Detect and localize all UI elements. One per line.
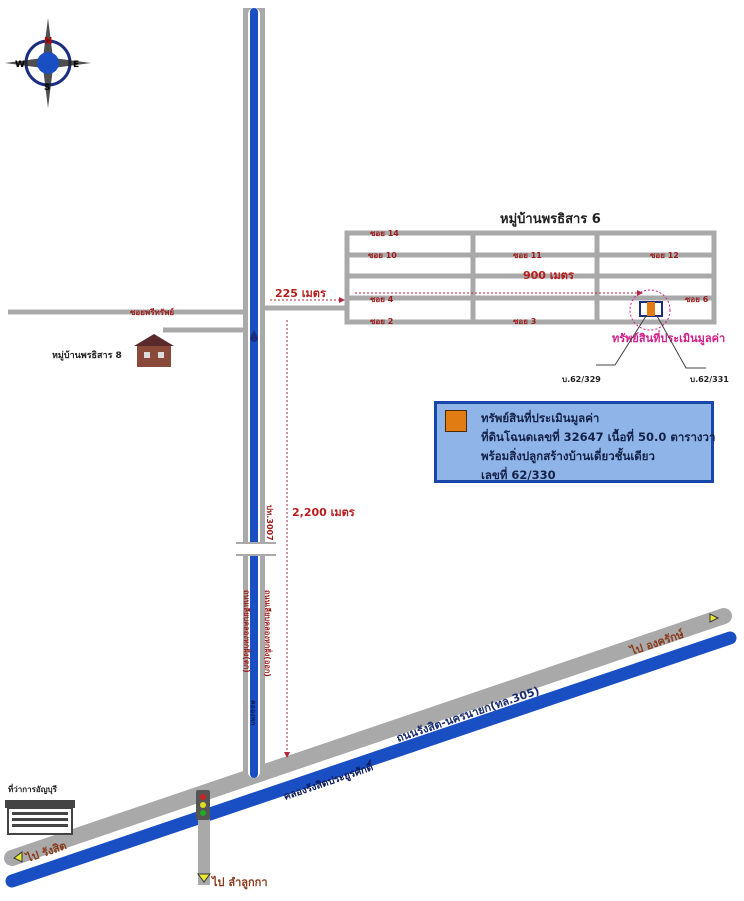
left-soi-label: ซอยพรีทรัพย์: [130, 307, 174, 317]
soi-label: ซอย 10: [368, 251, 397, 260]
soi-label: ซอย 6: [685, 295, 709, 304]
soi-label: ซอย 12: [650, 251, 679, 260]
road-west-label: ถนนเลียบคลองหกฝั่ง(ตก): [242, 590, 253, 673]
main-canal: [5, 631, 737, 888]
arrow-east-icon: [709, 613, 720, 623]
village-distance: 900 เมตร: [523, 269, 574, 282]
marker-1-icon: [250, 330, 258, 342]
direction-south-label: ไป ลำลูกกา: [210, 875, 268, 890]
compass-n: N: [44, 36, 52, 47]
road-east-label: ถนนเลียบคลองหกฝั่ง(ออก): [263, 590, 274, 677]
soi-label: ซอย 2: [370, 317, 393, 326]
canal-label: คลองหก: [249, 700, 257, 725]
compass-e: E: [73, 60, 79, 70]
village-grid: [344, 230, 717, 325]
neighbor-right-label: บ.62/331: [690, 375, 729, 384]
traffic-light-icon: [196, 790, 210, 820]
legend-line: ทรัพย์สินที่ประเมินมูลค่า: [481, 411, 600, 425]
government-building-icon: [5, 800, 75, 835]
vertical-canal: [250, 8, 258, 778]
soi-label: ซอย 3: [513, 317, 536, 326]
legend-line: เลขที่ 62/330: [481, 468, 556, 482]
landmark-label: ที่ว่าการอัญบุรี: [8, 783, 58, 795]
property-label: ทรัพย์สินที่ประเมินมูลค่า: [612, 330, 725, 346]
compass-rose-icon: N S W E: [5, 18, 91, 108]
legend-line: พร้อมสิ่งปลูกสร้างบ้านเดี่ยวชั้นเดียว: [481, 449, 655, 463]
legend-line: ที่ดินโฉนดเลขที่ 32647 เนื้อที่ 50.0 ตาร…: [481, 430, 716, 444]
compass-s: S: [44, 83, 50, 93]
south-road: [198, 815, 210, 885]
road-code-label: ปท.3007: [265, 505, 274, 541]
house-icon: [134, 334, 174, 367]
main-road: [4, 608, 732, 866]
compass-w: W: [15, 60, 25, 70]
property-highlight-circle: [629, 289, 671, 331]
neighbor-left-label: บ.62/329: [562, 375, 601, 384]
village-left-label: หมู่บ้านพรธิสาร 8: [52, 350, 122, 361]
arrow-west-icon: [13, 851, 23, 863]
village-title: หมู่บ้านพรธิสาร 6: [500, 211, 601, 227]
property-swatch: [445, 410, 467, 432]
soi-label: ซอย 4: [370, 295, 394, 304]
distance-2200: 2,200 เมตร: [292, 506, 355, 519]
legend-box: ทรัพย์สินที่ประเมินมูลค่า ที่ดินโฉนดเลขท…: [434, 401, 716, 483]
distance-225: 225 เมตร: [275, 287, 326, 300]
soi-label: ซอย 11: [513, 251, 542, 260]
soi-label: ซอย 14: [370, 229, 399, 238]
